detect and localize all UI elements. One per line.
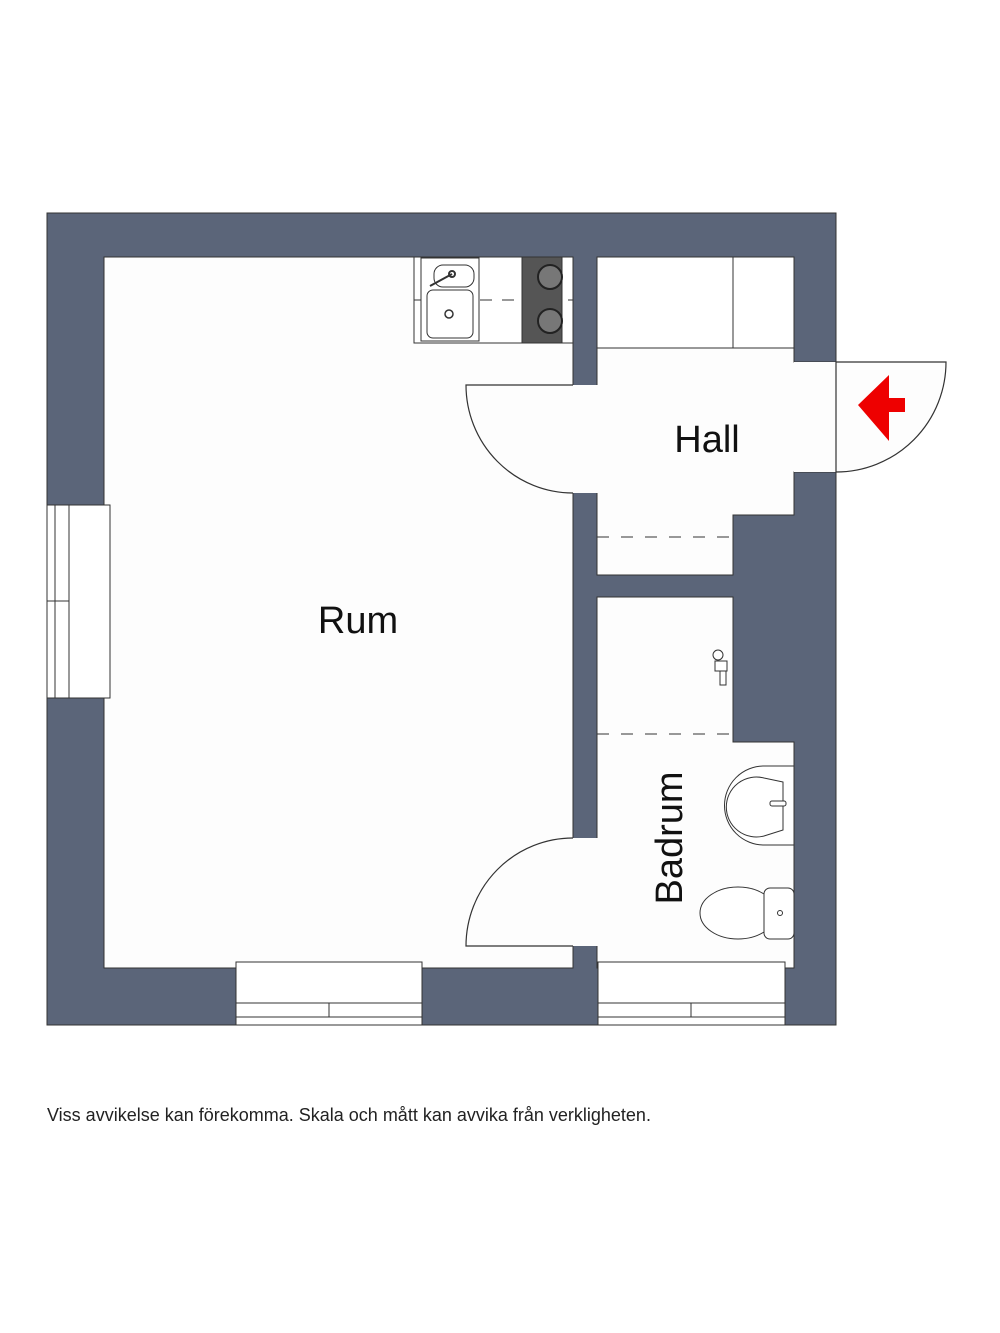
washbasin-icon [724,765,795,846]
hall-door[interactable] [465,384,574,494]
window-rum-bottom [235,961,423,1026]
disclaimer-text: Viss avvikelse kan förekomma. Skala och … [47,1105,651,1125]
room-badrum-floor [596,596,795,969]
entrance-arrow-icon [858,375,905,441]
window-badrum-bottom [597,961,786,1026]
entrance-door[interactable] [835,361,947,473]
bath-door[interactable] [465,837,574,947]
window-left [46,504,111,699]
room-rum-floor [103,256,574,969]
hall-door-opening [572,385,598,493]
entrance-opening [794,362,836,472]
room-label-hall: Hall [674,419,739,461]
shower-icon [712,649,728,686]
kitchen-sink-icon [420,257,480,342]
room-label-rum: Rum [318,600,398,642]
toilet-icon [699,886,795,940]
bath-door-opening [572,838,598,946]
stove-icon [521,256,563,344]
hall-wardrobe [596,256,795,349]
room-label-badrum: Badrum [649,771,691,904]
